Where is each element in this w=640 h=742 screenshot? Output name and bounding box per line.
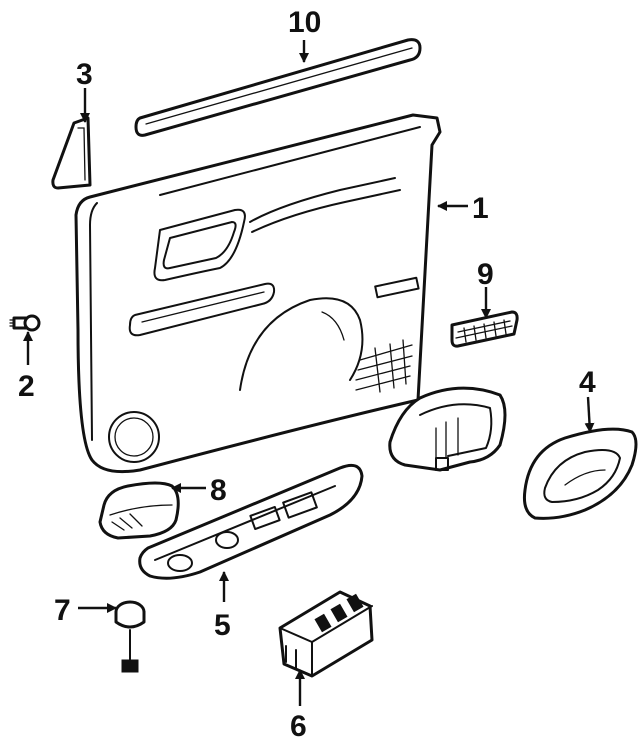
callout-3: 3 bbox=[76, 58, 93, 91]
callout-labels: 10 3 1 2 9 4 8 5 7 6 bbox=[18, 6, 596, 742]
belt-molding-part bbox=[134, 38, 422, 137]
callout-1: 1 bbox=[472, 192, 489, 225]
leader-lines bbox=[23, 40, 595, 706]
callout-10: 10 bbox=[288, 6, 321, 39]
window-switch-part bbox=[278, 590, 374, 678]
callout-2: 2 bbox=[18, 370, 35, 403]
callout-4: 4 bbox=[579, 366, 596, 399]
mirror-sail-part bbox=[51, 116, 92, 190]
handle-housing-part bbox=[388, 386, 507, 472]
retainer-clip-part bbox=[9, 314, 41, 332]
callout-9: 9 bbox=[477, 258, 494, 291]
switch-bezel-part bbox=[138, 463, 364, 580]
bulb-socket-part bbox=[114, 600, 146, 673]
callout-7: 7 bbox=[54, 594, 71, 627]
callout-5: 5 bbox=[214, 609, 231, 642]
door-panel-part bbox=[74, 113, 442, 474]
lock-bezel-part bbox=[450, 310, 519, 348]
handle-bezel-part bbox=[523, 427, 638, 520]
callout-8: 8 bbox=[210, 474, 227, 507]
armrest-pad-part bbox=[98, 481, 180, 540]
callout-6: 6 bbox=[290, 710, 307, 742]
leader-4 bbox=[584, 396, 595, 433]
